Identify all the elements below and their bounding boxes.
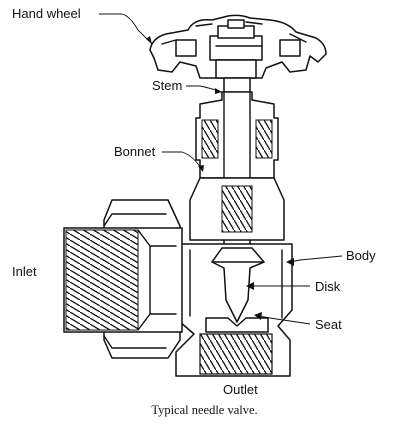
valve-body [175,243,293,377]
figure-caption: Typical needle valve. [151,403,258,417]
leader-lines [99,13,343,325]
seat-label: Seat [315,317,342,332]
seat [205,317,269,333]
outlet-label: Outlet [223,382,258,397]
inlet-fitting [63,199,183,359]
bonnet [189,91,285,241]
disk-label: Disk [315,279,341,294]
hand-wheel-label: Hand wheel [12,6,81,21]
stem-label: Stem [152,78,183,93]
inlet-label: Inlet [12,264,37,279]
disk [211,247,265,323]
body-label: Body [346,248,376,263]
bonnet-label: Bonnet [114,144,156,159]
hand-wheel [149,14,327,79]
